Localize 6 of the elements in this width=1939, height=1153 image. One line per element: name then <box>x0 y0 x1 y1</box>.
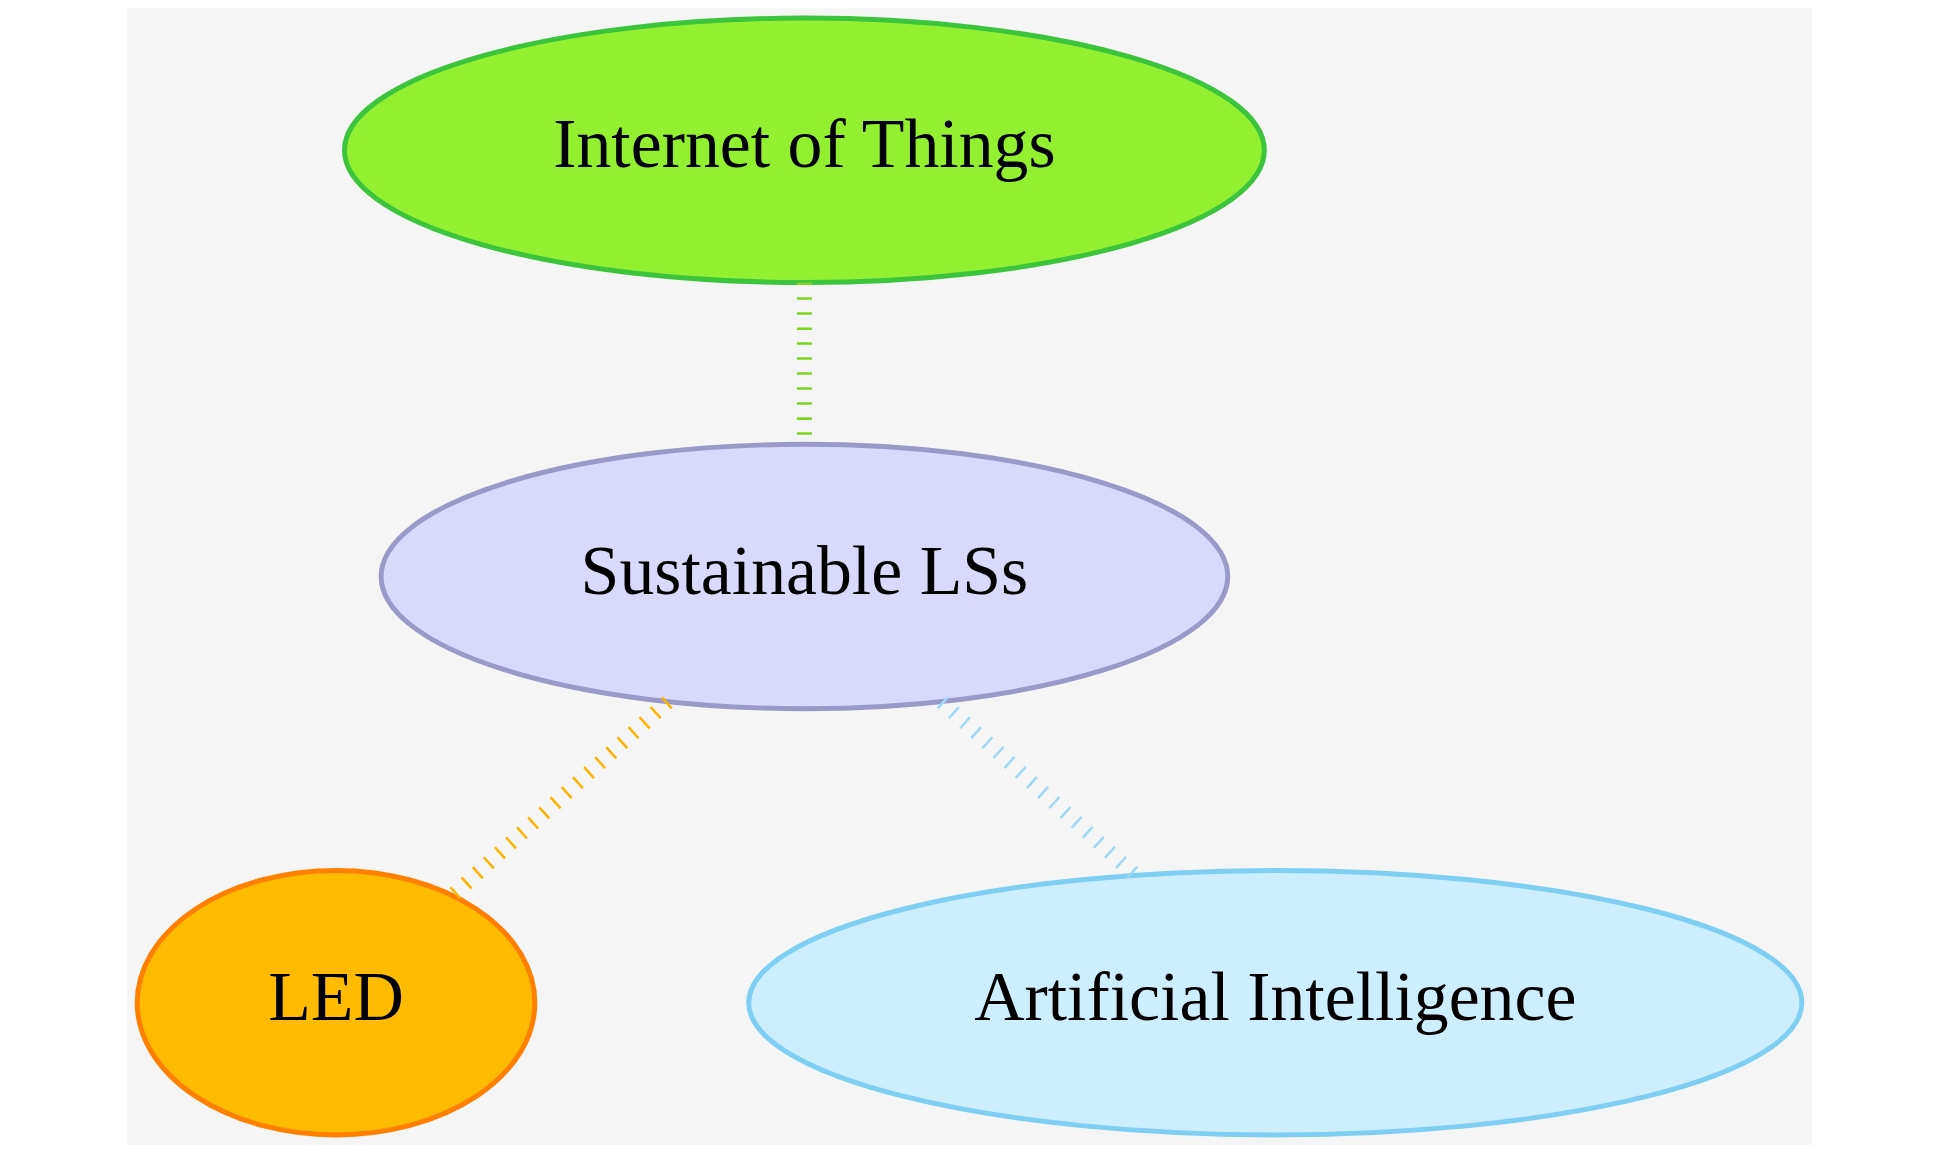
connector <box>448 696 673 901</box>
node-ellipse: Sustainable LSs <box>378 441 1231 712</box>
node-ellipse: LED <box>134 868 538 1138</box>
node-ellipse: Artificial Intelligence <box>746 868 1805 1138</box>
node-ellipse: Internet of Things <box>342 15 1267 285</box>
connector <box>936 696 1141 881</box>
